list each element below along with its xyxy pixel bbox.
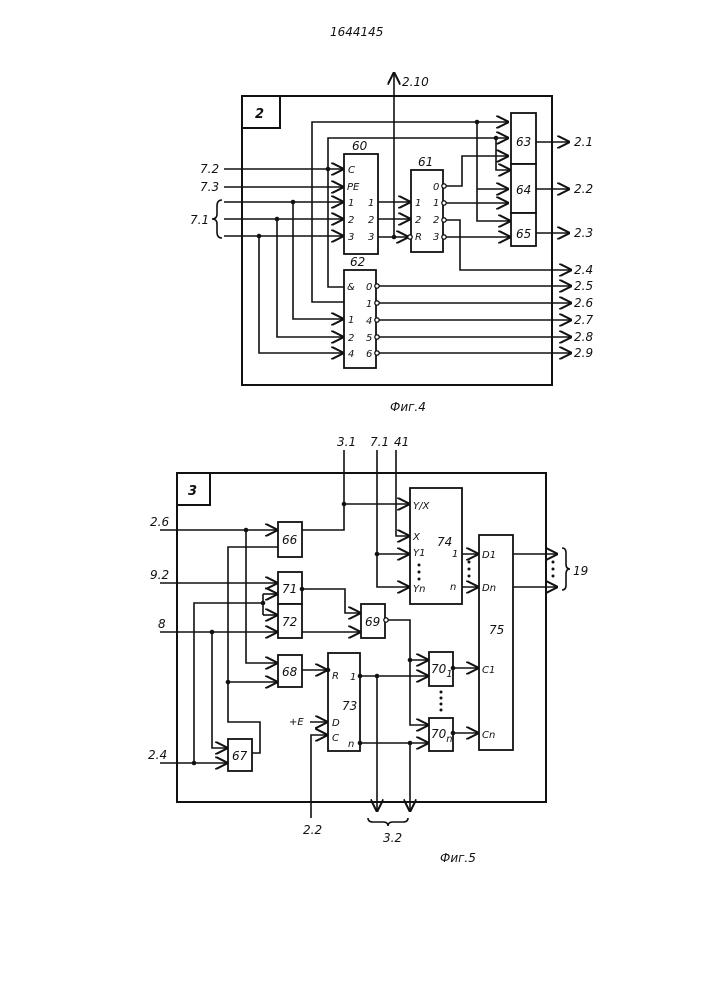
block-65-label: 65 xyxy=(516,227,531,241)
input-7-1-label: 7.1 xyxy=(370,435,389,449)
block-73-label: 73 xyxy=(342,699,357,713)
pin: R xyxy=(332,671,339,682)
block-2-label: 2 xyxy=(255,107,264,122)
block-67-label: 67 xyxy=(232,749,248,763)
output-2-10-label: 2.10 xyxy=(402,75,429,89)
output-label: 2.2 xyxy=(574,182,593,196)
output-label: 2.6 xyxy=(574,296,593,310)
pin: Cn xyxy=(482,730,495,741)
output-label: 2.4 xyxy=(574,263,593,277)
pin: 1 xyxy=(350,672,356,683)
pin: 3 xyxy=(433,232,439,243)
pin: 1 xyxy=(452,549,458,560)
input-2-4-label: 2.4 xyxy=(148,748,167,762)
pin: PE xyxy=(347,182,360,193)
pin: 4 xyxy=(348,349,354,360)
figure-5-caption: Фиг.5 xyxy=(440,851,476,865)
pin: 0 xyxy=(433,182,439,193)
input-9-2-label: 9.2 xyxy=(150,568,169,582)
input-7-1-label: 7.1 xyxy=(190,213,209,227)
block-69-label: 69 xyxy=(365,615,380,629)
pin: 2 xyxy=(348,215,354,226)
output-19-label: 19 xyxy=(573,564,588,578)
subscript: 1 xyxy=(446,669,452,680)
input-7-2-label: 7.2 xyxy=(200,162,219,176)
block-75 xyxy=(479,535,513,750)
pin: Y/X xyxy=(413,501,430,512)
pin: D1 xyxy=(482,550,496,561)
block-70-n-label: 70 xyxy=(431,727,447,741)
pin: 1 xyxy=(366,299,372,310)
pin: 1 xyxy=(433,198,439,209)
pin: Yn xyxy=(413,584,425,595)
pin: n xyxy=(450,582,456,593)
block-70-1-label: 70 xyxy=(431,662,447,676)
block-63-label: 63 xyxy=(516,135,531,149)
block-60-label: 60 xyxy=(352,139,368,153)
output-label: 2.8 xyxy=(574,330,593,344)
pin: C xyxy=(332,733,339,744)
pin: 1 xyxy=(368,198,374,209)
pin: 2 xyxy=(348,333,354,344)
pin: & xyxy=(347,282,355,293)
pin: n xyxy=(348,739,354,750)
pin: C1 xyxy=(482,665,495,676)
pin: 3 xyxy=(368,232,374,243)
input-3-1-label: 3.1 xyxy=(337,435,356,449)
block-62-label: 62 xyxy=(350,255,365,269)
pin: 1 xyxy=(415,198,421,209)
output-label: 2.3 xyxy=(574,226,593,240)
block-72-label: 72 xyxy=(282,615,297,629)
pin: 3 xyxy=(348,232,354,243)
pin: R xyxy=(415,232,422,243)
pin: 0 xyxy=(366,282,372,293)
output-label: 2.5 xyxy=(574,279,593,293)
input-41-label: 41 xyxy=(394,435,409,449)
block-64-label: 64 xyxy=(516,183,531,197)
block-71-label: 71 xyxy=(282,582,297,596)
pin: Dn xyxy=(482,583,496,594)
input-7-3-label: 7.3 xyxy=(200,180,219,194)
pin: 1 xyxy=(348,315,354,326)
patent-number: 1644145 xyxy=(330,25,383,39)
figure-5: 3 66 71 72 69 68 67 73 R D C 1 n 74 Y/X … xyxy=(148,435,588,865)
input-2-6-label: 2.6 xyxy=(150,515,169,529)
input-2-2-label: 2.2 xyxy=(303,823,322,837)
block-2-frame xyxy=(242,96,552,385)
pin: 5 xyxy=(366,333,372,344)
block-61-label: 61 xyxy=(418,155,433,169)
output-label: 2.7 xyxy=(574,313,593,327)
pin: C xyxy=(348,165,355,176)
pin: 1 xyxy=(348,198,354,209)
pin: 6 xyxy=(366,349,372,360)
figure-4: 2 2.10 60 C PE 1 2 3 1 2 3 61 1 2 R 0 1 … xyxy=(190,72,593,414)
pin: Y1 xyxy=(413,548,425,559)
input-8-label: 8 xyxy=(158,617,166,631)
block-3-label: 3 xyxy=(188,484,197,499)
pin: D xyxy=(332,718,340,729)
block-68-label: 68 xyxy=(282,665,298,679)
pin: 4 xyxy=(366,316,372,327)
pin: X xyxy=(412,532,421,543)
output-label: 2.1 xyxy=(574,135,593,149)
pin: 2 xyxy=(433,215,439,226)
subscript: n xyxy=(446,734,452,745)
output-label: 2.9 xyxy=(574,346,593,360)
block-75-label: 75 xyxy=(489,623,504,637)
figure-4-caption: Фиг.4 xyxy=(390,400,426,414)
pin: 2 xyxy=(415,215,421,226)
pin: 2 xyxy=(368,215,374,226)
output-3-2-label: 3.2 xyxy=(383,831,402,845)
supply-label: +E xyxy=(289,717,304,728)
block-66-label: 66 xyxy=(282,533,298,547)
block-74-label: 74 xyxy=(437,535,452,549)
